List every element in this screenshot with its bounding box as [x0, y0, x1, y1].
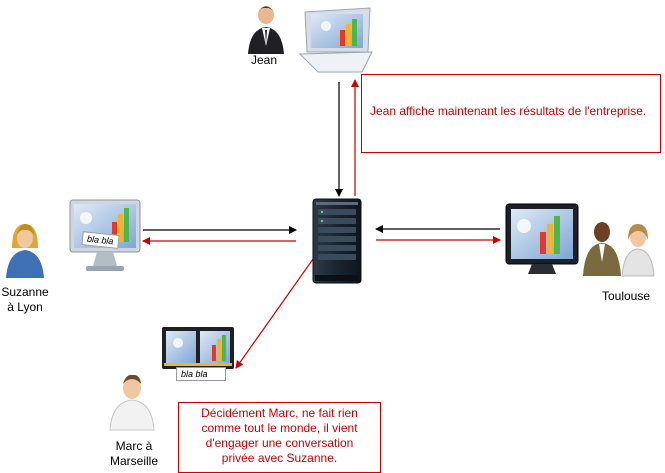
server-icon — [312, 198, 362, 284]
marc-chat-bubble: bla bla — [176, 367, 226, 381]
toulouse-people-icon — [583, 222, 655, 277]
callout-jean-results: Jean affiche maintenant les résultats de… — [361, 74, 661, 153]
suzanne-label-line2: à Lyon — [7, 300, 43, 314]
jean-label: Jean — [250, 53, 278, 67]
marc-person-icon — [109, 374, 155, 431]
marc-label-line1: Marc à — [115, 439, 153, 453]
jean-laptop-icon — [298, 7, 373, 73]
toulouse-label: Toulouse — [601, 289, 651, 303]
marc-monitor-icon — [162, 327, 234, 369]
suzanne-label-line1: Suzanne — [1, 285, 49, 299]
suzanne-label: Suzanne à Lyon — [0, 285, 50, 315]
arrow-server-to-marc — [235, 251, 319, 369]
callout-marc-private-chat: Décidément Marc, ne fait rien comme tout… — [178, 402, 381, 473]
marc-label: Marc à Marseille — [102, 439, 166, 469]
jean-person-icon — [248, 6, 284, 54]
marc-label-line2: Marseille — [109, 454, 158, 468]
toulouse-monitor-icon — [505, 203, 579, 274]
suzanne-person-icon — [6, 224, 44, 278]
